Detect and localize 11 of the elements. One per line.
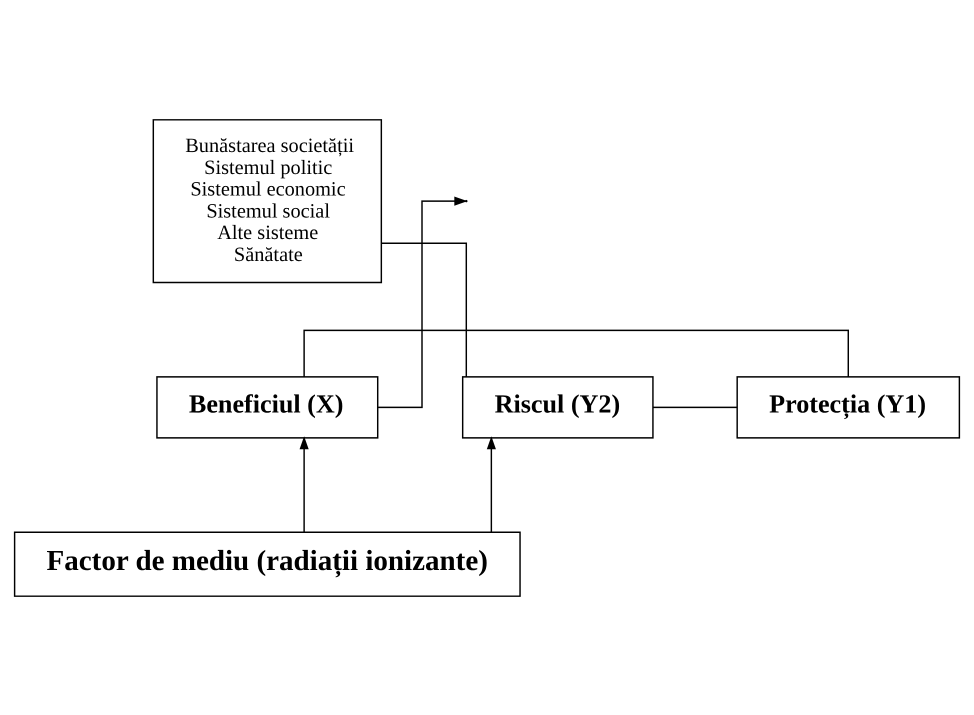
- node-box: Protecția (Y1): [736, 376, 960, 438]
- node-box: Bunăstarea societății Sistemul politic Sistemul economic Sistemul social Alte sisteme Sănătate: [152, 118, 382, 283]
- arrow: [300, 436, 309, 532]
- connector: [303, 329, 849, 376]
- connector: [653, 406, 737, 408]
- node-box: Beneficiul (X): [156, 376, 378, 438]
- node-box: Factor de mediu (radiații ionizante): [14, 531, 521, 596]
- arrow: [486, 436, 496, 532]
- connector: [381, 242, 468, 376]
- node-box: Riscul (Y2): [462, 376, 654, 438]
- arrow: [378, 196, 468, 408]
